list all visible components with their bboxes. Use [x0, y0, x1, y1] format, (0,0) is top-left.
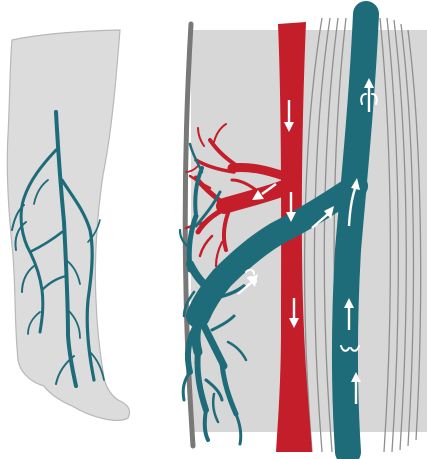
- leg-illustration: [7, 30, 129, 420]
- tissue-background: [191, 30, 427, 432]
- vessel-detail-illustration: [180, 14, 427, 452]
